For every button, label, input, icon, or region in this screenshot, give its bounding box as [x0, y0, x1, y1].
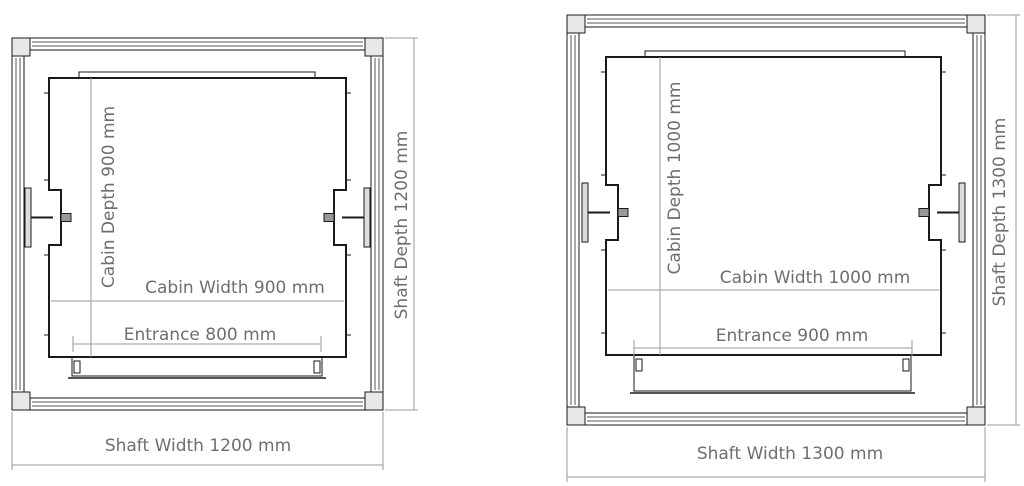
- frame-corner-post: [566, 406, 586, 426]
- shaft-depth-label: Shaft Depth 1300 mm: [990, 118, 1010, 307]
- shaft-width-label: Shaft Width 1300 mm: [697, 444, 883, 464]
- guide-rail: [581, 182, 589, 243]
- shaft-frame-inner: [578, 26, 974, 414]
- cabin-depth-label: Cabin Depth 1000 mm: [665, 82, 685, 275]
- plan-large: [566, 14, 1020, 482]
- cabin-depth-label: Cabin Depth 900 mm: [99, 106, 119, 288]
- cabin-wall: [605, 56, 942, 356]
- shaft-frame-inner: [23, 49, 372, 399]
- shaft-depth-label: Shaft Depth 1200 mm: [392, 131, 412, 320]
- cabin-top-panel: [78, 71, 316, 79]
- plan-small: [11, 37, 418, 470]
- sill-bracket: [635, 358, 643, 372]
- shaft-frame-outer: [11, 37, 384, 411]
- cabin-wall: [48, 77, 347, 358]
- cabin-width-label: Cabin Width 900 mm: [145, 278, 325, 298]
- cabin-top-panel: [644, 50, 906, 58]
- door-sill: [633, 354, 912, 392]
- rail-shoe: [323, 213, 335, 222]
- sill-bracket: [313, 360, 321, 374]
- shaft-frame-outer: [566, 14, 986, 426]
- frame-corner-post: [566, 14, 586, 34]
- guide-rail: [24, 187, 32, 248]
- sill-bracket: [73, 360, 81, 374]
- guide-rail: [363, 187, 371, 248]
- cabin-width-label: Cabin Width 1000 mm: [720, 268, 911, 288]
- entrance-label: Entrance 900 mm: [716, 326, 869, 346]
- rail-shoe: [918, 208, 930, 217]
- guide-rail: [958, 182, 966, 243]
- frame-corner-post: [966, 14, 986, 34]
- shaft-width-label: Shaft Width 1200 mm: [105, 436, 291, 456]
- rail-shoe: [617, 208, 629, 217]
- frame-corner-post: [11, 37, 31, 57]
- frame-corner-post: [966, 406, 986, 426]
- frame-corner-post: [11, 391, 31, 411]
- frame-corner-post: [364, 37, 384, 57]
- entrance-label: Entrance 800 mm: [124, 325, 277, 345]
- door-sill: [71, 356, 323, 377]
- sill-bracket: [902, 358, 910, 372]
- rail-shoe: [60, 213, 72, 222]
- frame-corner-post: [364, 391, 384, 411]
